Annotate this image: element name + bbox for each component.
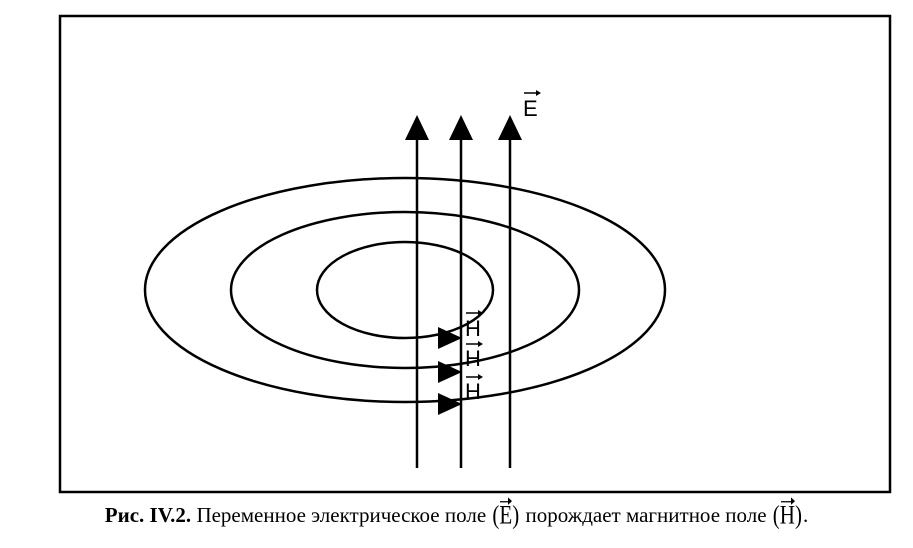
figure-frame [58, 14, 892, 494]
caption-h-paren: (H) [772, 497, 802, 530]
h-arrow-right-inner [438, 327, 462, 349]
e-arrow-up-3 [498, 115, 522, 140]
caption-text-between: порождает магнитное поле [525, 503, 767, 527]
figure-diagram: E H H H [58, 14, 892, 494]
caption-h-symbol: H [779, 497, 796, 530]
h-vector-arrowhead-3 [478, 374, 483, 380]
h-field-label-1: H [465, 316, 481, 341]
h-arrow-right-outer [438, 393, 462, 415]
figure-number: Рис. IV.2. [104, 503, 192, 527]
field-ellipse-middle [229, 210, 581, 370]
h-field-label-3: H [465, 379, 481, 404]
h-vector-arrowhead-2 [478, 341, 483, 347]
caption-e-symbol: E [499, 497, 513, 530]
e-field-label: E [523, 96, 538, 121]
e-arrow-up-1 [405, 115, 429, 140]
e-arrow-up-2 [449, 115, 473, 140]
h-vector-arrowhead-1 [478, 310, 483, 316]
e-vector-arrowhead [536, 90, 541, 96]
field-ellipse-outer [143, 176, 667, 404]
caption-e-paren: (E) [492, 497, 520, 530]
h-field-label-2: H [465, 346, 481, 371]
h-arrow-right-middle [438, 361, 462, 383]
figure-caption: Рис. IV.2. Переменное электрическое поле… [0, 497, 913, 530]
caption-text-before: Переменное электрическое поле [196, 503, 487, 527]
field-ellipse-inner [315, 240, 495, 340]
caption-text-after: . [802, 503, 809, 527]
